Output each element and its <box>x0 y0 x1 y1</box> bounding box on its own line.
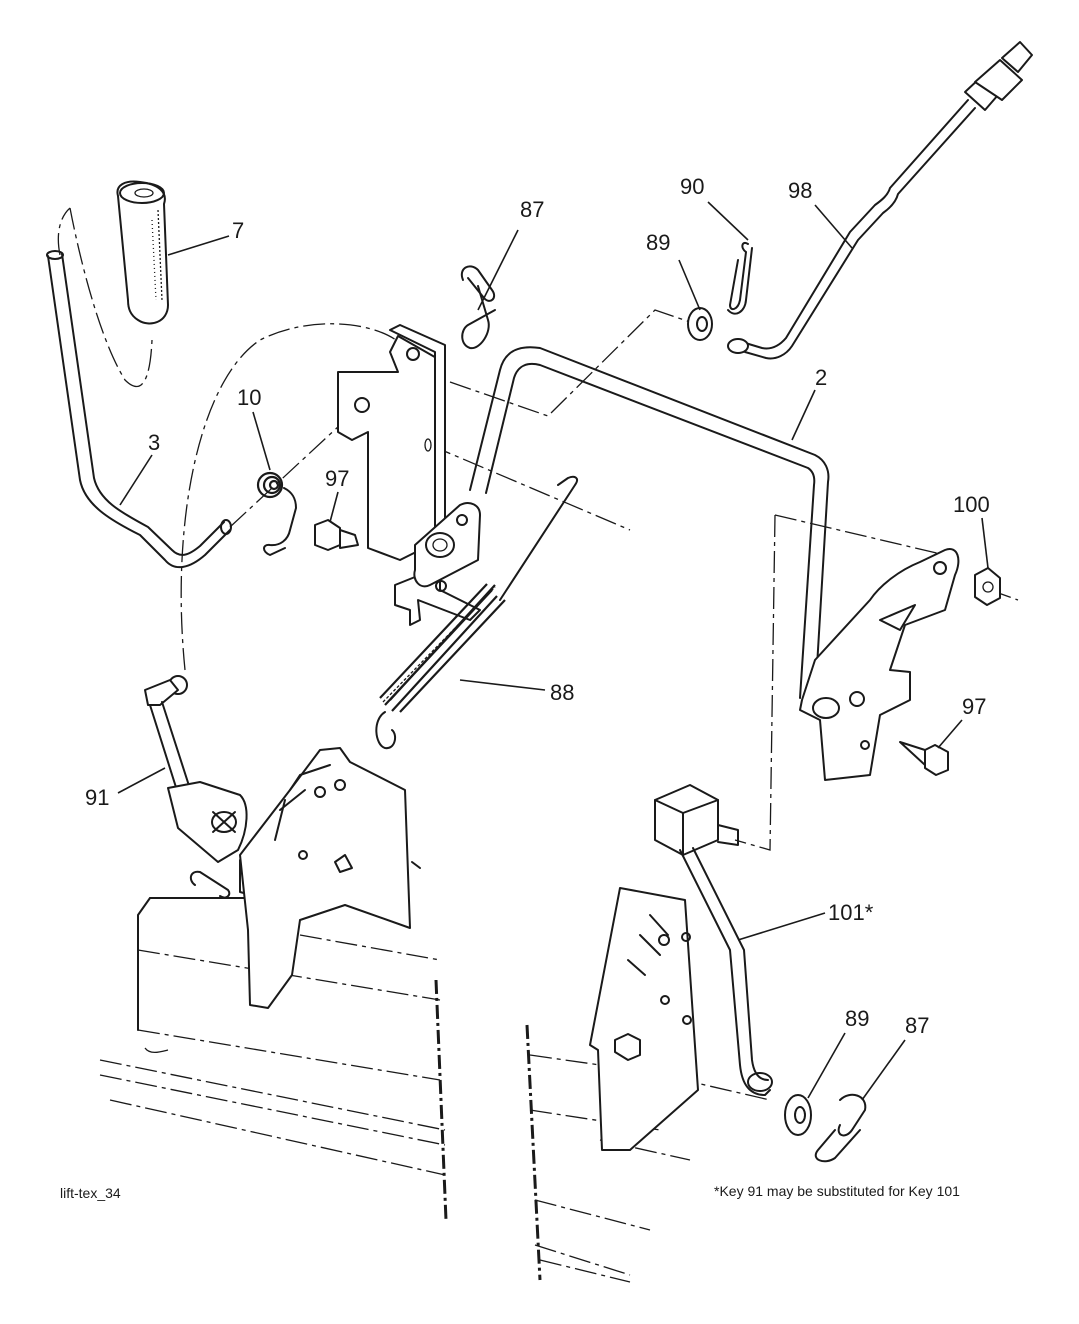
lower-right-plate <box>589 887 699 1151</box>
shoulder-bolt-lower <box>899 741 949 776</box>
drawing-id: lift-tex_34 <box>60 1185 121 1201</box>
callout-labels: 7 87 90 98 89 10 3 97 2 100 88 97 91 101… <box>85 174 990 1038</box>
hex-nut <box>974 567 1001 606</box>
callout-89-lower: 89 <box>845 1006 869 1031</box>
lift-link-alt <box>654 784 773 1096</box>
callout-97-lower: 97 <box>962 694 986 719</box>
right-bracket <box>799 548 960 781</box>
callout-3: 3 <box>148 430 160 455</box>
callout-90: 90 <box>680 174 704 199</box>
callout-87-upper: 87 <box>520 197 544 222</box>
mount-bracket <box>337 324 481 626</box>
extension-spring <box>375 475 578 750</box>
leader-lines <box>117 201 989 1101</box>
lower-left-plate <box>239 747 421 1009</box>
callout-89-upper: 89 <box>646 230 670 255</box>
handle-grip <box>116 180 169 325</box>
callout-101: 101* <box>828 900 874 925</box>
callout-98: 98 <box>788 178 812 203</box>
shoulder-bolt-upper <box>314 519 359 551</box>
callout-87-lower: 87 <box>905 1013 929 1038</box>
torsion-spring <box>256 471 297 556</box>
lift-lever <box>46 207 232 569</box>
cotter-pin <box>727 242 753 315</box>
washer-upper <box>687 307 713 341</box>
callout-2: 2 <box>815 365 827 390</box>
hairpin-clip-upper <box>460 265 496 350</box>
lift-rod <box>727 41 1033 360</box>
callout-91: 91 <box>85 785 109 810</box>
callout-97-upper: 97 <box>325 466 349 491</box>
washer-lower <box>784 1094 812 1136</box>
substitution-note: *Key 91 may be substituted for Key 101 <box>714 1183 960 1199</box>
callout-100: 100 <box>953 492 990 517</box>
lift-shaft <box>413 346 830 701</box>
hairpin-clip-lower <box>814 1093 867 1163</box>
callout-7: 7 <box>232 218 244 243</box>
assembly-lines <box>180 309 1019 1101</box>
callout-88: 88 <box>550 680 574 705</box>
callout-10: 10 <box>237 385 261 410</box>
